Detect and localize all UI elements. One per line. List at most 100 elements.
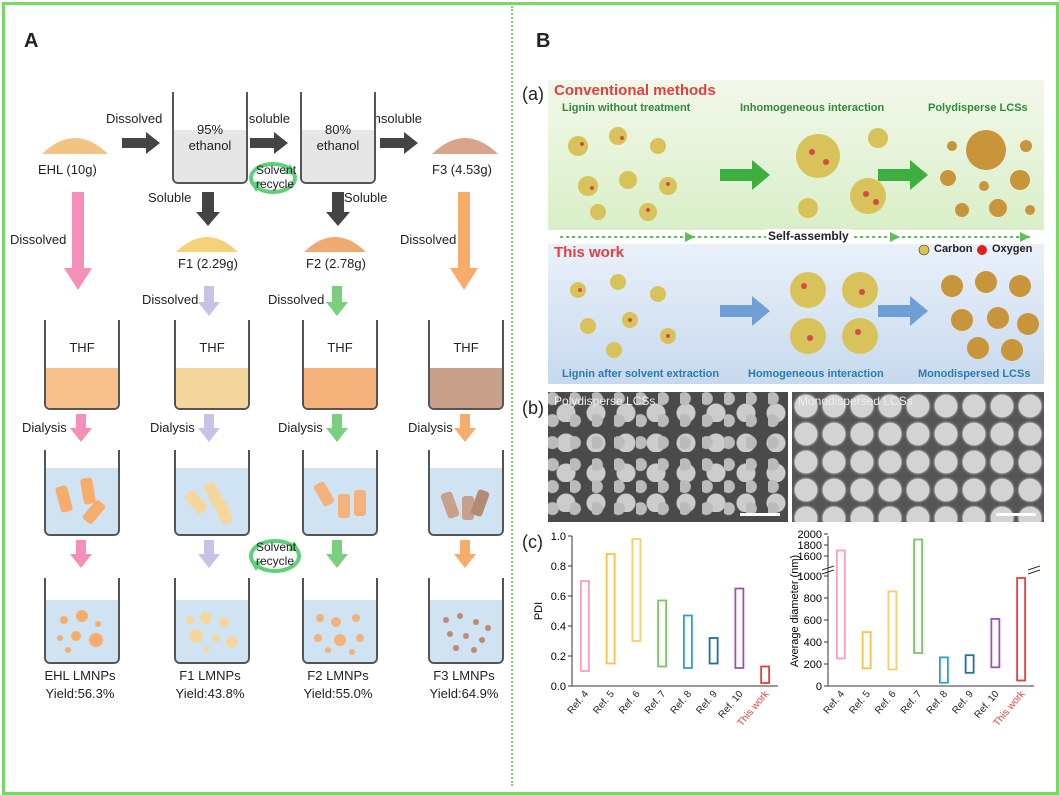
- polydisperse-lcs-icon: [940, 130, 1035, 217]
- homogeneous-interaction-icon: [790, 272, 878, 354]
- pdi-bar-0: [579, 580, 590, 672]
- sem-right-scale-bar: [996, 513, 1036, 516]
- pdi-xtick-label: Ref. 7: [643, 689, 669, 717]
- arrow-right-1-icon: [122, 132, 160, 154]
- diam-ytick-label: 0: [816, 681, 822, 693]
- arrow-green-2-icon: [878, 160, 928, 190]
- lignin-untreated-icon: [568, 127, 677, 221]
- diam-xtick-label: Ref. 4: [822, 689, 848, 717]
- soluble-label-2: Soluble: [344, 190, 388, 205]
- dialysis-label-2: Dialysis: [150, 420, 195, 435]
- pdi-bar-7: [760, 665, 771, 684]
- thf-beaker-ehl: THF: [44, 320, 120, 410]
- product-yield-f1: Yield:43.8%: [175, 686, 245, 701]
- diam-bar-6: [990, 618, 1001, 669]
- solvent-recycle-top-1: Solvent: [256, 163, 297, 177]
- conventional-header: Conventional methods: [554, 82, 716, 99]
- product-water-f3: [430, 600, 502, 662]
- pdi-xtick-label: Ref. 9: [694, 689, 720, 717]
- pdi-bar-5: [708, 637, 719, 665]
- soluble-arrow-2-icon: [326, 192, 350, 226]
- solvent-recycle-bottom-2: recycle: [256, 554, 295, 568]
- beaker2-line2: ethanol: [316, 138, 360, 153]
- sem-left-scale-bar: [740, 513, 780, 516]
- diam-bar-1: [861, 631, 872, 670]
- nanoparticles-f3-icon: [443, 613, 491, 653]
- thf-liquid-ehl: [46, 368, 118, 408]
- self-assembly-label: Self-assembly: [766, 229, 851, 243]
- dialysis-label-4: Dialysis: [408, 420, 453, 435]
- diam-ytick-label: 400: [804, 637, 822, 649]
- sem-monodispersed-image: Monodispersed LCSs: [792, 392, 1044, 522]
- dialysis-arrow-3-icon: [326, 414, 348, 442]
- dialysis-bags-f3-icon: [440, 489, 490, 520]
- dissolved-left-label: Dissolved: [10, 232, 67, 247]
- lignin-extracted-icon: [570, 274, 676, 358]
- thf-beaker-f1: THF: [174, 320, 250, 410]
- arrow-right-3-icon: [380, 132, 418, 154]
- insoluble-label-1: Insoluble: [238, 111, 291, 126]
- diam-bar-3: [913, 538, 924, 654]
- f3-powder-icon: [432, 138, 498, 154]
- diam-ytick-label: 800: [804, 593, 822, 605]
- beaker1-line2: ethanol: [188, 138, 232, 153]
- oxygen-legend-label: Oxygen: [992, 243, 1033, 255]
- diam-bar-2: [887, 590, 898, 671]
- bottom-label-1: Lignin after solvent extraction: [562, 368, 720, 380]
- diam-axis-break-2: [821, 569, 835, 575]
- oxygen-legend-icon: [977, 245, 987, 255]
- diam-ytick-label: 200: [804, 659, 822, 671]
- f3-label: F3 (4.53g): [432, 162, 492, 177]
- diam-bar-4: [938, 656, 949, 684]
- panel-b-letter: B: [536, 30, 551, 52]
- thf-liquid-f1: [176, 368, 248, 408]
- recycle-bottom-icon: [249, 539, 301, 573]
- pdi-bar-3: [657, 599, 668, 668]
- beaker2-line1: 80%: [324, 122, 352, 137]
- bottom-label-2: Homogeneous interaction: [748, 368, 884, 380]
- product-yield-f3: Yield:64.9%: [429, 686, 499, 701]
- arrow-blue-2-icon: [878, 296, 928, 326]
- ethanol-95-beaker: 95% ethanol: [172, 92, 248, 184]
- f1-powder-icon: [176, 237, 238, 252]
- pdi-ytick-label: 0.6: [551, 591, 566, 603]
- diam-ylabel: Average diameter (nm): [789, 555, 801, 667]
- pdi-xtick-label: Ref. 5: [591, 689, 617, 717]
- ehl-label: EHL (10g): [38, 162, 97, 177]
- diam-bar-5: [964, 654, 975, 674]
- solvent-recycle-bottom-1: Solvent: [256, 540, 297, 554]
- dissolved-f2-arrow-icon: [326, 286, 348, 316]
- nanoparticles-f1-icon: [186, 612, 238, 653]
- product-yield-ehl: Yield:56.3%: [45, 686, 115, 701]
- f2-powder-icon: [304, 237, 366, 252]
- product-name-ehl: EHL LMNPs: [44, 668, 116, 683]
- thf-beaker-f3: THF: [428, 320, 504, 410]
- pdi-bar-2: [631, 538, 642, 642]
- product-beaker-f2: [302, 578, 378, 664]
- diam-ytick-label: 2000: [798, 529, 822, 541]
- dialysis-label-1: Dialysis: [22, 420, 67, 435]
- ethanol-80-beaker: 80% ethanol: [300, 92, 376, 184]
- sem-polydisperse-image: Polydisperse LCSs: [548, 392, 788, 522]
- pdi-ytick-label: 0.0: [551, 681, 566, 693]
- arrow-blue-1-icon: [720, 296, 770, 326]
- pdi-ytick-label: 1.0: [551, 531, 566, 543]
- pdi-xtick-label: Ref. 6: [617, 689, 643, 717]
- pdi-ylabel: PDI: [533, 602, 545, 620]
- dialysis-bags-f2-icon: [313, 481, 366, 518]
- this-work-scheme: This work Carbon Oxygen Lignin after sol…: [548, 243, 1044, 384]
- top-label-3: Polydisperse LCSs: [928, 102, 1028, 114]
- diam-ytick-label: 600: [804, 615, 822, 627]
- f1-label: F1 (2.29g): [178, 256, 238, 271]
- diam-ytick-label: 1600: [798, 551, 822, 563]
- pdi-ytick-label: 0.2: [551, 651, 566, 663]
- inhomogeneous-interaction-icon: [796, 128, 888, 218]
- diam-xtick-label: Ref. 6: [873, 689, 899, 717]
- ehl-powder-icon: [42, 138, 108, 154]
- pdi-bar-1: [605, 553, 616, 665]
- diam-axis-break-1: [821, 565, 835, 571]
- diam-xtick-label: Ref. 9: [950, 689, 976, 717]
